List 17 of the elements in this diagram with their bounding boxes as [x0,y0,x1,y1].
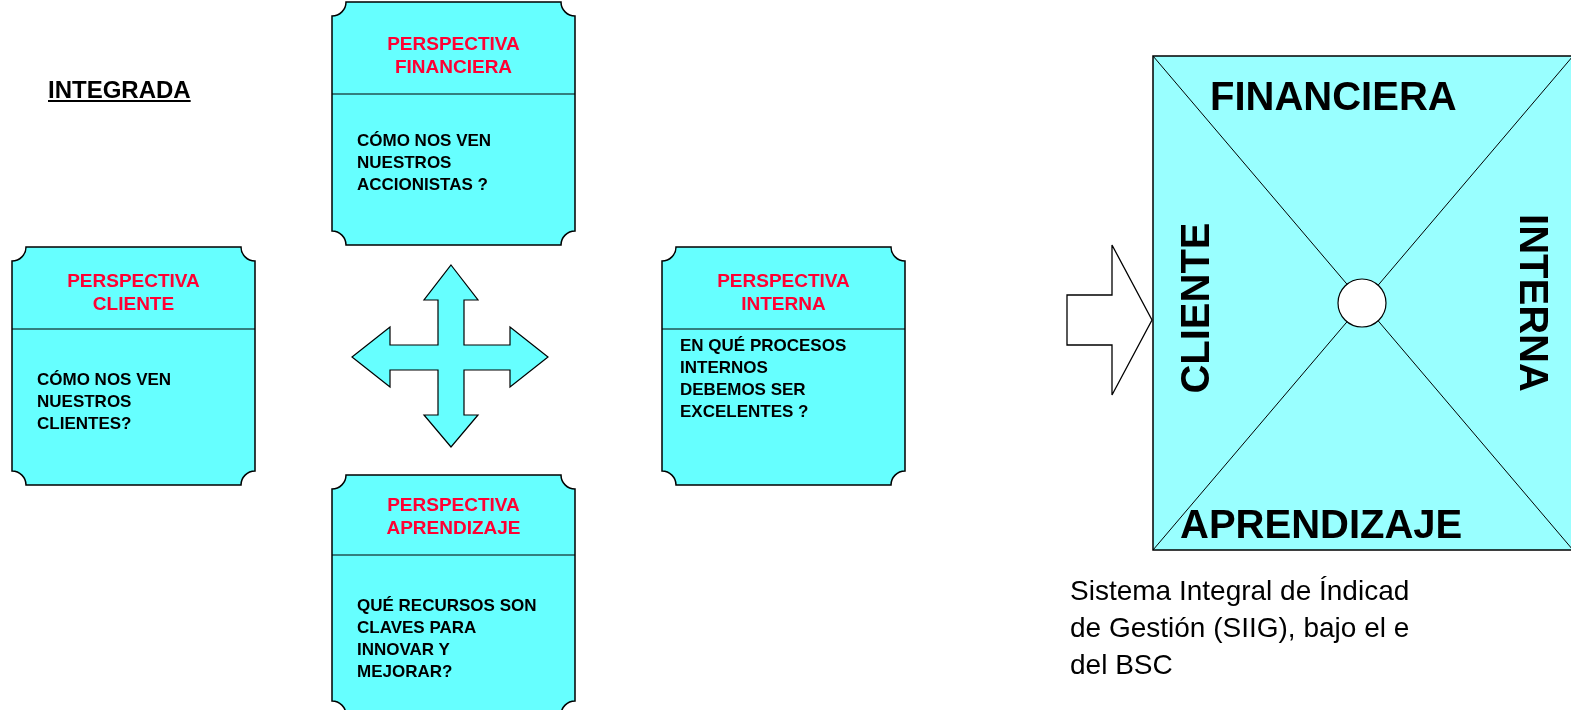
perspective-question: CÓMO NOS VEN NUESTROS ACCIONISTAS ? [357,130,493,196]
perspective-label: INTERNA [1511,214,1556,392]
section-heading: INTEGRADA [48,75,191,105]
caption-line: de Gestión (SIIG), bajo el e [1070,611,1410,645]
caption-line: Sistema Integral de Índicad [1070,574,1410,608]
perspective-heading: PERSPECTIVA INTERNA [716,269,851,315]
block-arrow [1066,244,1153,396]
perspective-heading: PERSPECTIVA CLIENTE [66,269,201,315]
perspective-heading: PERSPECTIVA APRENDIZAJE [385,493,522,539]
perspective-label: FINANCIERA [1210,74,1457,118]
perspective-heading: PERSPECTIVA FINANCIERA [386,32,521,78]
perspective-question: EN QUÉ PROCESOS INTERNOS DEBEMOS SER EXCELENTES ? [680,335,848,423]
perspective-label: CLIENTE [1172,222,1217,394]
perspective-question: CÓMO NOS VEN NUESTROS CLIENTES? [37,369,173,435]
perspective-question: QUÉ RECURSOS SON CLAVES PARA INNOVAR Y MEJORAR? [357,595,538,683]
perspective-label: APRENDIZAJE [1180,502,1463,546]
caption-line: del BSC [1070,648,1173,682]
